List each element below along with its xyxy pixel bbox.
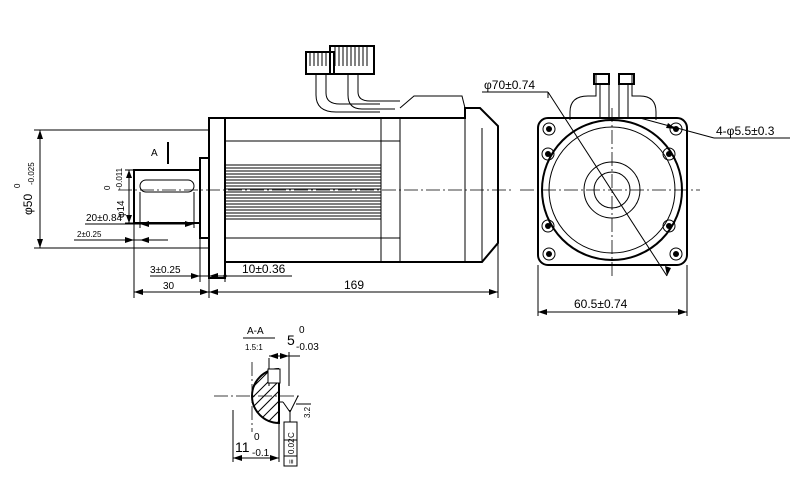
- motor-body: [224, 107, 499, 263]
- motor-shaft: [133, 169, 201, 224]
- pilot-tol-upper: 0: [13, 183, 22, 188]
- key-depth-tol-lower: -0.1: [252, 448, 270, 459]
- shaft-tol-upper: 0: [103, 185, 112, 190]
- section-view: A-A 1.5:1 5 0 -0.03: [214, 325, 319, 467]
- key-width-tol-upper: 0: [299, 325, 305, 336]
- shaft-tol-lower: -0.011: [115, 167, 124, 190]
- pilot-tol-lower: -0.025: [27, 162, 36, 185]
- front-view: φ70±0.74 4-φ5.5±0.3 60.5±0.74: [482, 73, 790, 316]
- front-flange: [537, 117, 688, 266]
- symmetry-tolerance-label: 0.02: [287, 438, 296, 454]
- key-length-label: 20±0.84: [86, 213, 123, 224]
- key-width-tol-lower: -0.03: [296, 342, 319, 353]
- shaft-diameter-label: φ14: [116, 200, 127, 218]
- side-view: A φ50 0 -0.025 φ14 0 -0.011 20±0.84 2±0.…: [13, 45, 512, 298]
- cooling-fins: [225, 164, 381, 220]
- section-scale: 1.5:1: [245, 343, 263, 352]
- tolerance-frame: 0.02 C ≡: [283, 410, 298, 467]
- body-length-label: 169: [344, 278, 364, 292]
- roughness-label: 3.2: [303, 406, 312, 418]
- key-width-label: 5: [287, 332, 295, 348]
- shaft-section: [251, 368, 280, 425]
- mounting-holes: [541, 122, 683, 261]
- shaft-keyway: [139, 179, 195, 193]
- cable-connectors: [305, 45, 400, 113]
- flange-thickness-label: 10±0.36: [242, 262, 286, 276]
- section-title: A-A: [247, 326, 264, 337]
- pcd-label: φ70±0.74: [484, 78, 535, 92]
- flange-pilot: [199, 157, 210, 239]
- mount-holes-label: 4-φ5.5±0.3: [716, 124, 775, 138]
- key-depth-label: 11: [235, 439, 250, 455]
- mounting-flange: [208, 117, 226, 279]
- shaft-length-label: 30: [163, 281, 175, 292]
- key-depth-tol-upper: 0: [254, 432, 260, 443]
- pilot-diameter-label: φ50: [21, 194, 35, 215]
- section-marker: A: [151, 148, 158, 159]
- shoulder-step-label: 3±0.25: [150, 265, 181, 276]
- symmetry-symbol: ≡: [287, 459, 296, 464]
- flange-width-label: 60.5±0.74: [574, 297, 628, 311]
- key-offset-label: 2±0.25: [77, 230, 102, 239]
- datum-label: C: [287, 432, 296, 438]
